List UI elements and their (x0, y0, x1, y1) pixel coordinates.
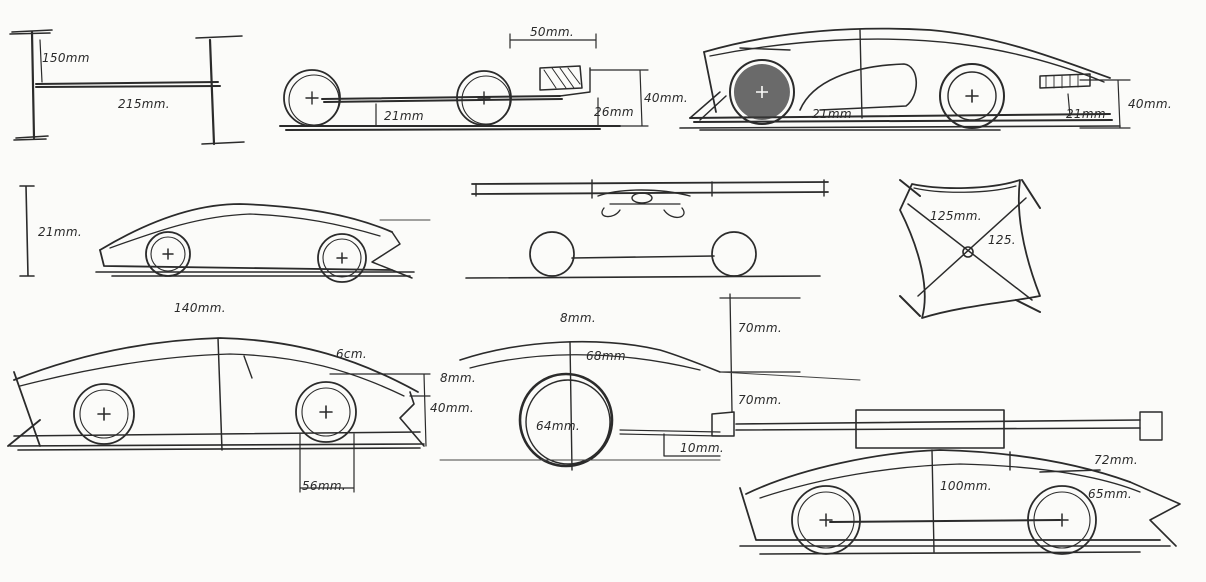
large-car-side: 6cm. 40mm. 56mm. (7, 337, 474, 493)
label-height-40-a: 40mm. (644, 91, 688, 105)
label-wheel-64: 64mm. (536, 419, 580, 433)
wheel-section: 8mm. 68mm 70mm. 70mm. 64mm. 10mm. 8mm. (439, 293, 861, 471)
shield-diagonal-sketch: 125mm. 125. (899, 179, 1041, 319)
label-top-8: 8mm. (560, 311, 596, 325)
label-clearance-21-b: 21mm (812, 107, 852, 121)
label-clear-10: 10mm. (680, 441, 724, 455)
label-offset-50: 50mm. (530, 25, 574, 39)
label-height-21: 21mm. (38, 225, 82, 239)
label-rear-40: 40mm. (430, 401, 474, 415)
small-car-side: 21mm. 140mm. (19, 185, 431, 315)
car-elevation-top-right: 21mm 21mm 40mm. (679, 27, 1172, 131)
label-top-68: 68mm (586, 349, 626, 363)
label-length-140: 140mm. (174, 301, 226, 315)
bottom-right-car: 100mm. 72mm. 65mm. (735, 409, 1181, 555)
top-view-center (465, 179, 829, 279)
label-height-70-mid: 70mm. (738, 393, 782, 407)
label-length-215: 215mm. (118, 97, 170, 111)
label-clearance-21-c: 21mm (1066, 107, 1106, 121)
label-clearance-21-a: 21mm (384, 109, 424, 123)
label-height-26: 26mm (594, 105, 634, 119)
label-wheelbase-56: 56mm. (302, 479, 346, 493)
label-h-72: 72mm. (1094, 453, 1138, 467)
label-len-100: 100mm. (940, 479, 992, 493)
label-width-150: 150mm (42, 51, 90, 65)
label-roof-6: 6cm. (336, 347, 367, 361)
label-h-65: 65mm. (1088, 487, 1132, 501)
chassis-width-sketch: 150mm 215mm. (9, 29, 245, 146)
label-diag-125-b: 125. (988, 233, 1016, 247)
chassis-side-sketch: 50mm. 40mm. 26mm 21mm (279, 25, 688, 131)
label-height-70-top: 70mm. (738, 321, 782, 335)
label-side-8: 8mm. (440, 371, 476, 385)
label-diag-125-a: 125mm. (930, 209, 982, 223)
label-height-40-b: 40mm. (1128, 97, 1172, 111)
